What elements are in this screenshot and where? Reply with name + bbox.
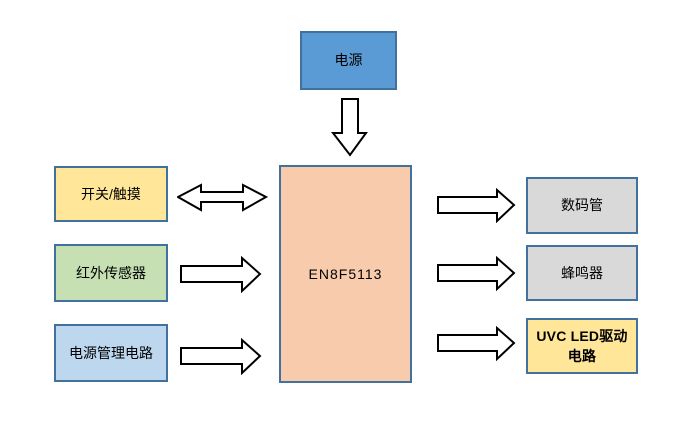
arrow-ir-to-mcu-icon — [180, 256, 262, 293]
node-buzzer-label: 蜂鸣器 — [561, 264, 603, 281]
node-switch-touch-label: 开关/触摸 — [81, 185, 141, 202]
node-uvc-led-driver-label: UVC LED驱动电路 — [536, 327, 628, 364]
node-ir-sensor: 红外传感器 — [54, 244, 168, 302]
arrow-power-to-mcu-down-icon — [331, 98, 368, 157]
node-digit-tube: 数码管 — [526, 177, 638, 234]
node-mcu-label: EN8F5113 — [308, 265, 383, 282]
arrow-mcu-to-buzzer-icon — [437, 256, 516, 291]
arrow-mcu-to-digit-tube-icon — [437, 188, 516, 223]
node-buzzer: 蜂鸣器 — [526, 245, 638, 301]
node-ir-sensor-label: 红外传感器 — [76, 264, 146, 281]
node-switch-touch: 开关/触摸 — [54, 166, 168, 222]
arrow-mcu-to-uvc-driver-icon — [437, 326, 516, 361]
node-power-management: 电源管理电路 — [54, 324, 168, 382]
arrow-switch-mcu-double-icon — [177, 183, 268, 212]
node-uvc-led-driver: UVC LED驱动电路 — [526, 318, 638, 374]
node-power-management-label: 电源管理电路 — [69, 344, 153, 361]
node-digit-tube-label: 数码管 — [561, 197, 603, 214]
node-mcu-en8f5113: EN8F5113 — [279, 165, 412, 383]
node-power-label: 电源 — [334, 52, 363, 69]
arrow-powermgmt-to-mcu-icon — [180, 338, 262, 375]
node-power: 电源 — [300, 31, 397, 90]
